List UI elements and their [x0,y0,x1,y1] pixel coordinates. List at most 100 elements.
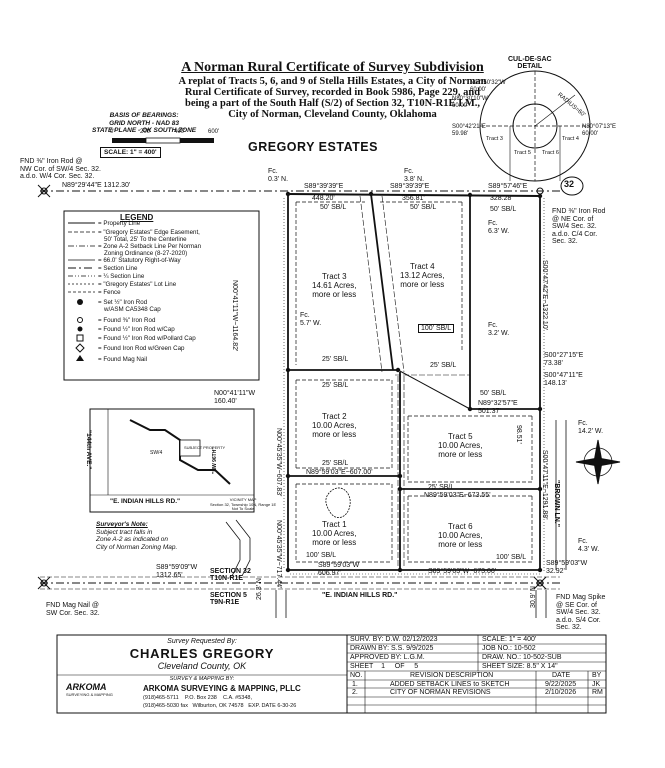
note-line: 0.3' N. [268,175,289,183]
fence-note-4: Fc.14.2' W. [578,420,603,435]
note-line: a.d.o. W/4 Cor. Sec. 32. [20,173,95,180]
sheet-count: SHEET 1 OF 5 [350,663,418,670]
legend-item: = Zone A-2 Setback Line Per Norman [98,243,202,250]
note-line: 59.98' [452,130,469,137]
scale-tick-400: 400' [174,129,186,135]
tract-3-label: Tract 3 14.61 Acres, more or less [312,272,356,299]
note-title: Surveyor's Note: [96,521,148,528]
vicinity-nw: "NW 96TH" [212,447,218,474]
firm-contact-row-2: (918)465-5030 fax Wilburton, OK 74578 EX… [143,703,343,709]
note-line: @ NE Cor. of [552,215,594,223]
firm-logo-sub: SURVEYING & MAPPING [66,692,113,697]
legend-item: = Found Mag Nail [98,356,148,363]
scale-tick-200: 200' [140,129,152,135]
note-line: FND ⅜" Iron Rod [552,208,606,215]
note-line: S00°47'11"E [544,372,583,379]
legend-item: = "Gregory Estates" Edge Easement, [98,229,200,236]
legend-item: = Fence [98,289,121,296]
section-corner-marks [37,184,547,590]
tract-area: 13.12 Acres, [400,271,445,280]
bearings-line-3: STATE PLANE - OK SOUTH ZONE [92,127,197,134]
note-line: NW Cor. of SW/4 Sec. 32. [20,165,101,173]
vicinity-avenue: "144th AVE." [85,430,92,470]
surveyed-by: SURV. BY: D.W. 02/12/2023 [350,636,438,643]
tract-note: more or less [312,430,357,439]
firm-ca: C.A. #5348, [222,695,252,701]
client-name: CHARLES GREGORY [129,646,275,661]
estate-name: GREGORY ESTATES [248,140,378,154]
revision-2-by: RM [592,689,603,696]
note-line: S89°59'09"W [156,564,198,571]
tract-area: 10.00 Acres, [312,529,357,538]
cul-tract-5: Tract 5 [514,150,531,156]
note-line: Fc. [488,322,498,329]
note-line: 3.2' W. [488,329,510,337]
top-bearing-2: S89°39'39"E [390,183,430,190]
document-title: A Norman Rural Certificate of Survey Sub… [181,60,484,75]
tract-4-label: Tract 4 13.12 Acres, more or less [400,262,444,289]
sheet-of: OF [394,663,405,670]
legend-item: = Property Line [98,220,141,227]
note-line: N00°41'11"W [214,390,256,397]
west-line-bearing: N00°41'11"W~1164.82' [231,280,238,352]
note-line: SW/4 Sec. 32. [552,223,597,230]
fnd-ne-corner-note: FND ⅜" Iron Rod @ NE Cor. of SW/4 Sec. 3… [552,208,605,246]
note-line: Section 32, Township 10N, Range 1E [210,501,277,507]
note-line: 606.97' [318,569,341,577]
note-line: FND Mag Spike [556,594,606,601]
tract-name: Tract 6 [447,522,473,531]
client-county: Cleveland County, OK [157,661,247,671]
note-line: DETAIL [517,63,543,70]
note-line: 32.92' [546,567,565,575]
note-line: Fc. [404,168,414,175]
vicinity-map [89,408,255,513]
firm-city: Wilburton, OK 74578 [192,703,244,709]
scale-tick-600: 600' [208,129,220,135]
note-line: Fc. [300,312,310,319]
revision-2-date: 2/10/2026 [545,689,577,696]
fence-note-1: Fc.6.3' W. [488,220,509,235]
legend-item: = Section Line [98,265,138,272]
pond-shape [325,487,351,519]
setback-box-100: 100' SB/L [418,324,455,333]
tract-name: Tract 2 [321,412,347,421]
note-line: 1312.65' [156,571,183,579]
firm-fax: (918)465-5030 fax [143,703,188,709]
note-line: 160.40' [214,397,237,405]
tract-name: Tract 4 [409,262,435,271]
tract-boundaries [287,193,541,571]
legend-item: = "Gregory Estates" Lot Line [98,281,177,288]
prepared-by-label: SURVEY & MAPPING BY: [169,676,235,682]
note-line: FND Mag Nail @ [46,602,100,609]
fence-note-7: Fc.3.8' N. [404,168,424,183]
road-stubs [225,420,567,618]
setback-label-tract1: 100' SB/L [306,552,337,559]
legend-title: LEGEND [120,213,154,222]
setback-label-tract6: 100' SB/L [496,554,527,561]
setback-label-top-2: 50' SB/L [410,204,437,211]
tract-name: Tract 1 [321,520,347,529]
setback-lines [295,201,533,563]
tract-area: 14.61 Acres, [312,281,357,290]
firm-po-box: P.O. Box 238 [184,695,217,701]
tract-note: more or less [312,538,357,547]
mid-bearing-2: N89°59'03"E~607.00' [306,469,373,476]
revision-col-desc: REVISION DESCRIPTION [410,672,494,679]
legend-item: w/ASM CA5348 Cap [104,306,161,313]
revision-1-date: 9/22/2025 [545,681,577,688]
tract-name: Tract 3 [321,272,347,281]
revision-col-by: BY [592,672,602,679]
note-line: 60.00' [470,86,487,93]
brown-lane-label: "BROWN LN." [553,480,560,528]
setback-label-top-3: 50' SB/L [490,206,517,213]
firm-phone: (918)465-5711 [143,695,179,701]
tract-note: more or less [438,540,483,549]
note-line: N80°30'10"W [452,96,488,102]
setback-label-top-1: 50' SB/L [320,204,347,211]
setback-label-tract2-bottom: 25' SB/L [322,460,349,467]
scale-bar [112,137,214,144]
